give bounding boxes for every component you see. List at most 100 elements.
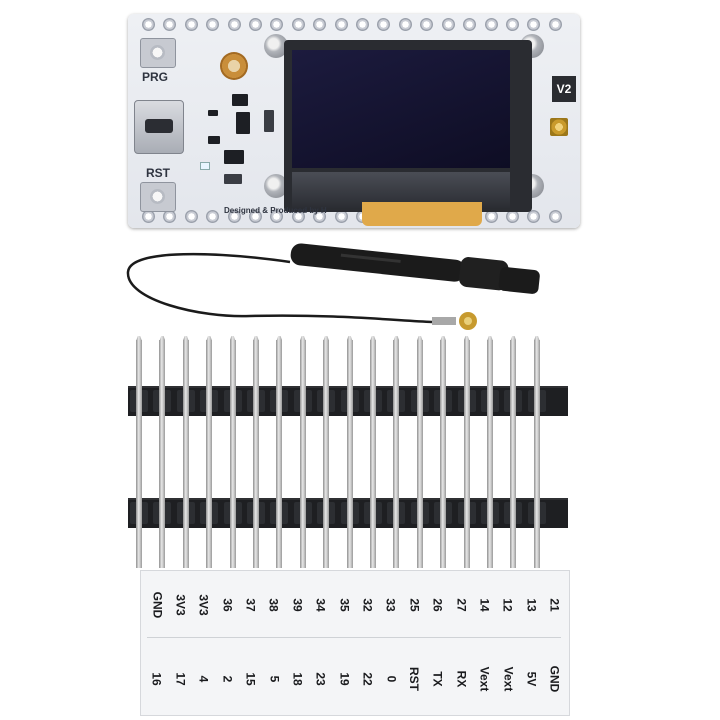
pin-label: 5 [262,655,286,703]
pin-hole [548,18,562,31]
header-pin [440,340,447,456]
pin-label-text: 25 [407,598,422,612]
pin-hole [249,210,263,223]
oled-flex-ribbon [362,202,482,226]
pin-label-text: GND [547,665,562,693]
header-pin [416,452,423,568]
pin-hole [227,210,241,223]
header-pin [533,452,540,568]
pin-label: 18 [285,655,309,703]
row-divider [147,637,561,638]
header-pin [229,452,236,568]
header-pin [370,340,376,456]
oled-display [284,40,532,212]
pin-label: 12 [496,581,520,629]
lora-oled-board: PRG RST V2 Designed & Produced by H [128,14,580,228]
pin-label-text: 18 [290,672,305,686]
revision-label: V2 [552,76,576,102]
chip-component [236,112,250,134]
header-pin [510,340,517,456]
pin-label-text: 4 [196,675,211,683]
pin-label-text: 2 [220,675,235,683]
pin-hole [313,18,327,31]
pin-hole [163,18,177,31]
pin-label: RST [402,655,426,703]
pin-hole [270,18,284,31]
header-pin [463,340,470,456]
pin-hole [505,18,519,31]
chip-component [232,94,248,106]
pin-label-text: 34 [313,598,328,612]
prg-button-label: PRG [142,70,169,84]
rst-button[interactable] [140,182,176,212]
pin-label-text: Vext [501,666,515,692]
pin-hole [291,210,305,223]
pin-hole [206,210,220,223]
pin-label-text: 13 [524,598,539,612]
pin-hole [142,18,155,31]
pin-label: 39 [285,581,309,629]
pin-label: 26 [426,581,450,629]
pin-label: 35 [332,581,356,629]
header-pin [276,340,283,456]
pin-label: 27 [449,581,473,629]
header-pin [323,340,330,456]
pin-hole [163,210,177,223]
rst-button-label: RST [146,166,170,180]
prg-button[interactable] [140,38,176,68]
header-pin [393,340,400,456]
chip-component [224,150,244,164]
pin-label: 36 [215,581,239,629]
pin-label-text: 5V [524,671,539,687]
pin-label-text: 36 [220,598,235,612]
pin-label: 16 [145,655,169,703]
pin-hole [527,18,541,31]
pin-header-2 [128,448,568,572]
header-pin [463,452,470,568]
pin-label-text: 15 [243,672,258,686]
pin-label: 38 [262,581,286,629]
pin-hole [463,18,477,31]
pin-hole [227,18,241,31]
pin-label-text: 16 [149,672,164,686]
pin-label-text: 14 [477,598,492,612]
pin-label-text: RST [407,667,422,691]
pin-label: GND [543,655,567,703]
antenna-connector-plug [432,312,477,330]
pin-label-text: 27 [454,598,469,612]
pin-label-text: 26 [430,598,445,612]
pin-label: 25 [402,581,426,629]
header-pin [206,452,213,568]
pin-label-text: 3V3 [196,594,211,616]
pin-hole [548,210,562,223]
header-pin [487,452,493,568]
pin-label: 4 [192,655,216,703]
pin-label: 37 [239,581,263,629]
header-pin [299,340,306,456]
pin-label-text: 37 [243,598,258,612]
header-pin [206,340,213,456]
pin-label-text: 23 [313,672,328,686]
pin-label: Vext [496,655,520,703]
pin-label-text: 3V3 [173,594,188,616]
header-pin [346,452,353,568]
pin-hole [184,210,198,223]
pin-hole [527,210,541,223]
pin-label: Vext [473,655,497,703]
chip-component [264,110,274,132]
antenna-body [290,243,540,294]
pin-hole [398,18,412,31]
pin-label: 17 [168,655,192,703]
pin-label: RX [449,655,473,703]
pin-label: 0 [379,655,403,703]
pin-label: 22 [356,655,380,703]
pin-hole [142,210,155,223]
pin-label: 15 [239,655,263,703]
pin-hole [334,18,348,31]
header-pin [159,452,166,568]
pin-label-text: 22 [360,672,375,686]
pin-label-text: GND [150,591,165,619]
pin-hole [505,210,519,223]
